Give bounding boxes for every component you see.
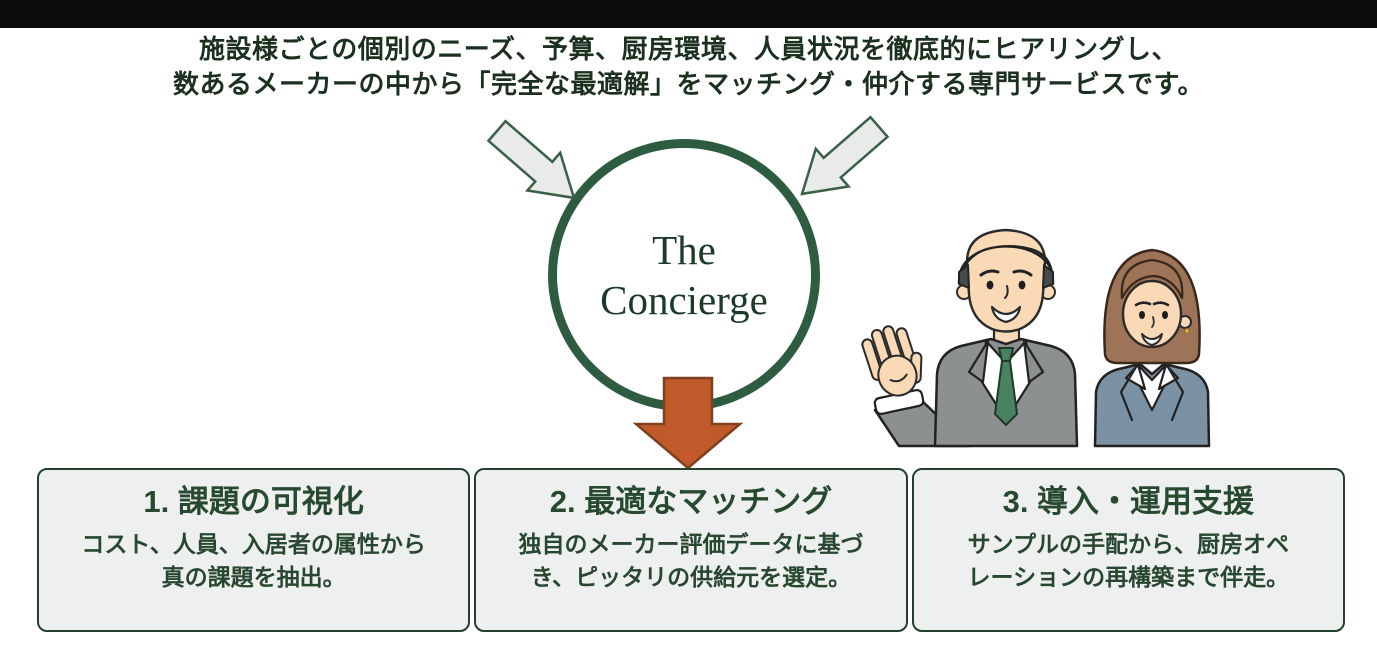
page-title: 施設様ごとの個別のニーズ、予算、厨房環境、人員状況を徹底的にヒアリングし、 数あ… [0, 32, 1377, 102]
man-figure [861, 228, 1079, 448]
hub-title-line-2: Concierge [600, 277, 768, 323]
step-3-title: 3. 導入・運用支援 [1002, 484, 1255, 519]
concierge-hub-circle: The Concierge [548, 139, 820, 411]
woman-figure [1093, 248, 1211, 448]
step-3-body: サンプルの手配から、厨房オペ レーションの再構築まで伴走。 [967, 531, 1290, 590]
hub-title: The Concierge [600, 225, 768, 325]
step-1-title: 1. 課題の可視化 [143, 484, 364, 519]
step-2-title: 2. 最適なマッチング [549, 484, 833, 519]
inflow-arrow-right-icon [800, 115, 890, 196]
header-line-1: 施設様ごとの個別のニーズ、予算、厨房環境、人員状況を徹底的にヒアリングし、 [199, 34, 1178, 64]
step-box-3: 3. 導入・運用支援 サンプルの手配から、厨房オペ レーションの再構築まで伴走。 [911, 468, 1345, 632]
header-line-2: 数あるメーカーの中から「完全な最適解」をマッチング・仲介する専門サービスです。 [173, 69, 1204, 99]
waving-hand-icon [861, 325, 923, 397]
step-box-2: 2. 最適なマッチング 独自のメーカー評価データに基づ き、ピッタリの供給元を選… [474, 468, 908, 632]
step-2-body: 独自のメーカー評価データに基づ き、ピッタリの供給元を選定。 [518, 531, 864, 590]
green-tie [994, 347, 1018, 426]
step-1-body: コスト、人員、入居者の属性から 真の課題を抽出。 [81, 531, 426, 590]
steps-row: 1. 課題の可視化 コスト、人員、入居者の属性から 真の課題を抽出。 2. 最適… [37, 468, 1345, 632]
hub-title-line-1: The [652, 227, 716, 273]
earring-icon [1183, 327, 1191, 335]
staff-illustration [861, 228, 1211, 448]
top-black-bar [0, 0, 1377, 28]
step-box-1: 1. 課題の可視化 コスト、人員、入居者の属性から 真の課題を抽出。 [37, 468, 471, 632]
